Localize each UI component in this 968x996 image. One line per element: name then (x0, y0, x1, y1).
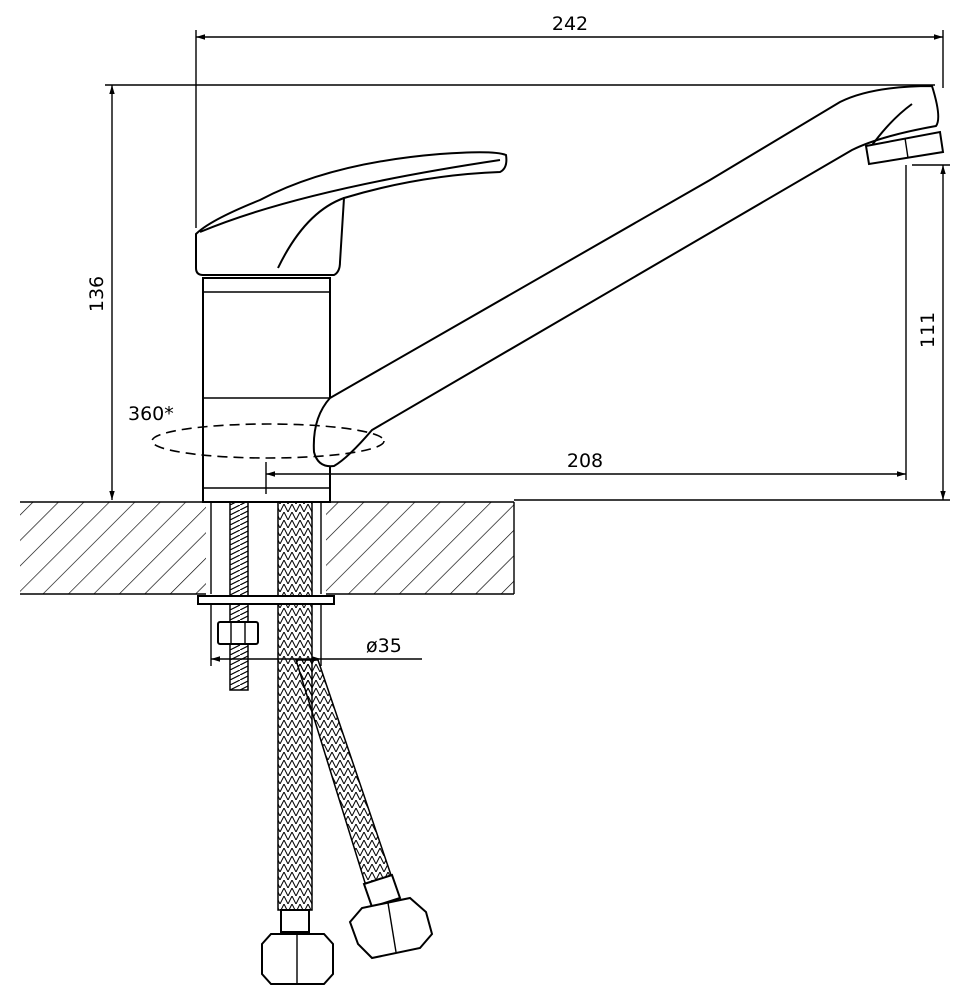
dim-spout-reach-label: 208 (567, 450, 603, 472)
spout (312, 84, 945, 468)
dim-spout-height-label: 111 (917, 312, 939, 348)
dim-mount-diameter-label: ø35 (366, 635, 402, 657)
rotation-label: 360* (128, 403, 174, 425)
mounting-washer (197, 595, 335, 605)
dim-overall-length-label: 242 (552, 13, 588, 35)
dim-total-height: 136 (86, 84, 935, 500)
countertop (20, 501, 515, 595)
mounting-nut (217, 621, 259, 645)
dim-total-height-label: 136 (86, 276, 108, 312)
handle-lever (195, 151, 508, 276)
dim-overall-length: 242 (195, 13, 944, 228)
dim-spout-height: 111 (514, 164, 950, 501)
rotation-ellipse (151, 423, 385, 459)
dim-mount-diameter: ø35 (210, 604, 422, 666)
hose-straight (261, 501, 334, 985)
dim-spout-reach: 208 (265, 450, 906, 494)
hose-angled (294, 659, 434, 960)
